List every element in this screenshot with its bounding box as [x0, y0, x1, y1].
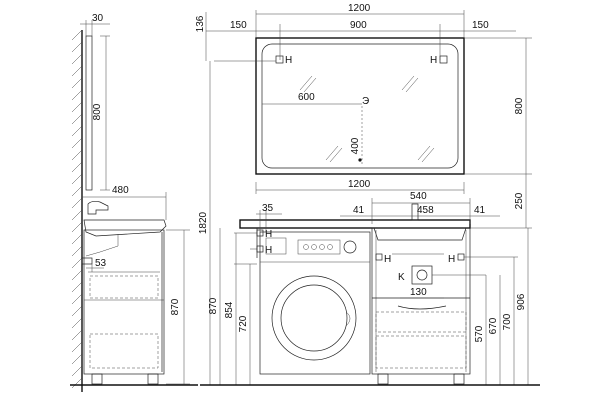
mirror-height-dim-right: 800: [514, 97, 525, 114]
drain-pipe-icon: [416, 269, 428, 281]
cabinet-height-dim: 870: [170, 298, 181, 315]
wm-door-handle: [345, 311, 351, 327]
mirror-center-height-dim: 400: [350, 137, 361, 154]
mirror-margin-right-dim: 150: [472, 20, 489, 31]
front-top-width-dim: 1200: [348, 179, 371, 190]
mirror-frame: [255, 37, 465, 175]
foot-left: [91, 373, 103, 385]
left-pipe-offset-dim: 35: [262, 203, 274, 214]
height-dim-570: 570: [474, 325, 485, 342]
wm-door-inner: [280, 284, 348, 352]
mirror-side-profile: [85, 35, 93, 191]
mirror-led-strip: [261, 43, 459, 169]
siphon-pipe: [85, 234, 119, 257]
mirror-center-offset-dim: 600: [298, 92, 315, 103]
foot-right: [147, 373, 159, 385]
mirror-outlet-left: [275, 55, 284, 64]
wall-hatching: [71, 29, 83, 389]
faucet-icon: [87, 200, 109, 215]
drawer-2-handle: [397, 305, 447, 310]
faucet-front: [411, 203, 419, 221]
mirror-outlet-right-label: H: [430, 55, 437, 66]
wm-dial: [343, 240, 357, 254]
basin-front: [373, 227, 467, 241]
front-view: 1200 540 41 458 41 250 1820 35 H H: [198, 61, 540, 386]
mirror-sensor-dot: [358, 158, 362, 162]
height-dim-906: 906: [516, 293, 527, 310]
front-outlet-3: [375, 253, 383, 261]
front-outlet-2-label: H: [265, 245, 272, 256]
cabinet-inner-width-dim: 540: [410, 191, 427, 202]
front-outlet-4-label: H: [448, 254, 455, 265]
drain-width-dim: 130: [410, 287, 427, 298]
countertop: [239, 219, 471, 229]
cabinet-side-body: [83, 229, 165, 375]
mirror-top-offset-dim: 136: [195, 15, 206, 32]
side-view: 30 800 480 53 870: [70, 13, 198, 392]
front-outlet-1-label: H: [265, 229, 272, 240]
mirror-height-dim: 800: [92, 103, 103, 120]
cabinet-depth-dim: 480: [112, 185, 129, 196]
mirror-margin-left-dim: 150: [230, 20, 247, 31]
height-dim-720: 720: [238, 315, 249, 332]
overall-height-dim: 1820: [198, 211, 209, 234]
drawer-upper-dashed: [89, 275, 159, 299]
left-gap-dim: 41: [353, 205, 365, 216]
cabinet-foot-right: [453, 373, 465, 385]
cabinet-front-body: [371, 227, 471, 375]
washing-machine: [259, 231, 371, 375]
washing-machine-body: [259, 231, 371, 375]
front-outlet-3-label: H: [384, 254, 391, 265]
height-dim-854: 854: [224, 301, 235, 318]
mirror-front-view: H H 1200 150 900 150 136 800 Э 600 400: [195, 3, 532, 175]
basin-side-profile: [83, 219, 167, 237]
drain-label: K: [398, 272, 405, 283]
wm-detergent-drawer: [265, 237, 287, 255]
wm-door-outer: [271, 275, 357, 361]
height-dim-870: 870: [208, 297, 219, 314]
pipe-outlet: [81, 257, 93, 265]
right-gap-dim: 41: [474, 205, 486, 216]
basin-offset-dim: 250: [514, 192, 525, 209]
mirror-outlet-right: [439, 55, 448, 64]
drawer-lower-dashed: [89, 333, 159, 369]
mirror-socket-label: Э: [362, 96, 369, 107]
basin-width-dim: 458: [417, 205, 434, 216]
drain-outlet: [411, 265, 433, 285]
front-outlet-4: [457, 253, 465, 261]
mirror-depth-dim: 30: [92, 13, 104, 24]
mirror-outlet-left-label: H: [285, 55, 292, 66]
height-dim-700: 700: [502, 313, 513, 330]
pipe-offset-dim: 53: [95, 258, 107, 269]
height-dim-670: 670: [488, 317, 499, 334]
cabinet-foot-left: [377, 373, 389, 385]
cabinet-front: [371, 227, 471, 385]
mirror-inner-width-dim: 900: [350, 20, 367, 31]
mirror-width-dim: 1200: [348, 3, 371, 14]
wm-display-panel: [297, 239, 341, 255]
